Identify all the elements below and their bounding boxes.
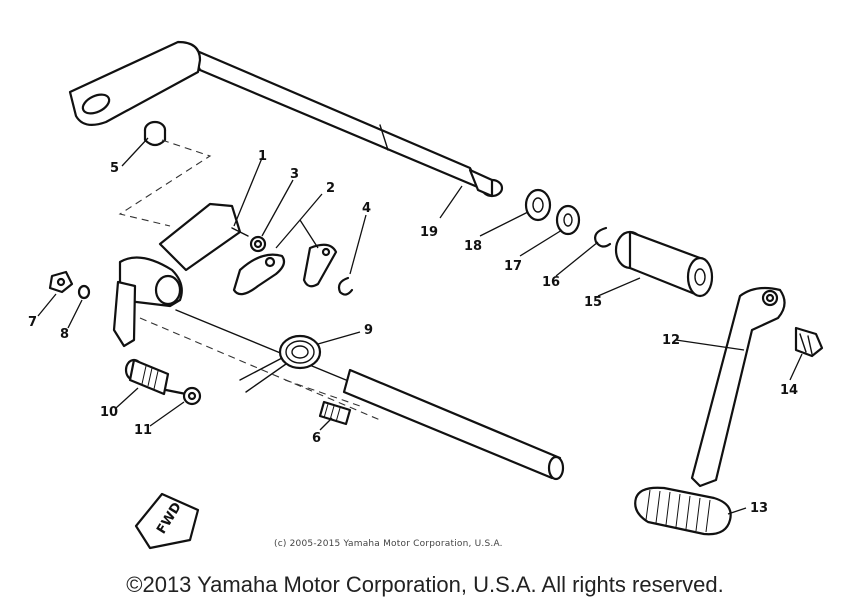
part-label-4: 4 bbox=[362, 201, 371, 216]
assembly-line-a bbox=[118, 139, 212, 227]
bolt-14 bbox=[794, 326, 824, 358]
leader-12 bbox=[675, 339, 745, 351]
part-label-7: 7 bbox=[28, 315, 37, 330]
bolt-6 bbox=[318, 400, 352, 426]
pawl-2 bbox=[232, 243, 338, 296]
leader-6 bbox=[319, 417, 333, 431]
bolt-10 bbox=[124, 358, 170, 396]
collar-5 bbox=[143, 120, 167, 147]
clip-3 bbox=[249, 235, 267, 253]
part-label-9: 9 bbox=[364, 323, 373, 338]
footer-copyright: ©2013 Yamaha Motor Corporation, U.S.A. A… bbox=[126, 572, 724, 597]
part-label-8: 8 bbox=[60, 327, 69, 342]
part-label-1: 1 bbox=[258, 149, 267, 164]
part-label-19: 19 bbox=[420, 225, 438, 240]
nut-7 bbox=[48, 270, 74, 294]
shift-arm-assembly bbox=[112, 202, 249, 348]
part-label-17: 17 bbox=[504, 259, 522, 274]
diagram-inner-copyright: (c) 2005-2015 Yamaha Motor Corporation, … bbox=[274, 539, 503, 549]
fwd-marker: FWD bbox=[134, 492, 200, 550]
part-label-3: 3 bbox=[290, 167, 299, 182]
leader-1 bbox=[233, 157, 263, 227]
leader-13 bbox=[727, 507, 747, 515]
leader-11 bbox=[149, 401, 185, 427]
part-label-10: 10 bbox=[100, 405, 118, 420]
eye-bolt-11 bbox=[164, 386, 202, 406]
leader-19 bbox=[439, 185, 463, 219]
leader-2 bbox=[275, 193, 323, 249]
washer-18 bbox=[524, 188, 552, 222]
leader-18 bbox=[479, 211, 529, 237]
part-label-16: 16 bbox=[542, 275, 560, 290]
part-label-6: 6 bbox=[312, 431, 321, 446]
leader-9 bbox=[317, 331, 361, 345]
leader-7 bbox=[37, 293, 57, 317]
part-label-12: 12 bbox=[662, 333, 680, 348]
circlip-16 bbox=[594, 226, 612, 248]
assembly-line-b bbox=[139, 317, 381, 421]
spring-9 bbox=[239, 334, 322, 393]
leader-15 bbox=[597, 277, 641, 297]
part-label-5: 5 bbox=[110, 161, 119, 176]
pedal-rubber-13 bbox=[634, 486, 732, 536]
washer-8 bbox=[77, 284, 91, 300]
leader-16 bbox=[555, 241, 599, 277]
lower-shaft bbox=[175, 309, 565, 481]
leader-17 bbox=[519, 229, 563, 257]
part-label-13: 13 bbox=[750, 501, 768, 516]
part-label-14: 14 bbox=[780, 383, 798, 398]
sleeve-15 bbox=[614, 230, 714, 298]
leader-14 bbox=[789, 353, 803, 381]
circlip-4 bbox=[337, 276, 354, 296]
shift-mechanism-diagram: FWD 1 2 3 4 5 6 7 8 9 10 11 12 13 14 15 … bbox=[28, 40, 824, 550]
part-label-11: 11 bbox=[134, 423, 152, 438]
assembly-line-c bbox=[284, 379, 361, 407]
leader-10 bbox=[115, 387, 139, 409]
shift-pedal-12 bbox=[690, 286, 786, 488]
part-label-15: 15 bbox=[584, 295, 602, 310]
leader-8 bbox=[67, 299, 83, 329]
leader-4 bbox=[349, 214, 367, 275]
washer-17 bbox=[555, 204, 581, 236]
part-label-18: 18 bbox=[464, 239, 482, 254]
part-label-2: 2 bbox=[326, 181, 335, 196]
leader-5 bbox=[121, 137, 149, 167]
leader-3 bbox=[261, 179, 294, 237]
shift-shaft-19 bbox=[68, 40, 504, 198]
